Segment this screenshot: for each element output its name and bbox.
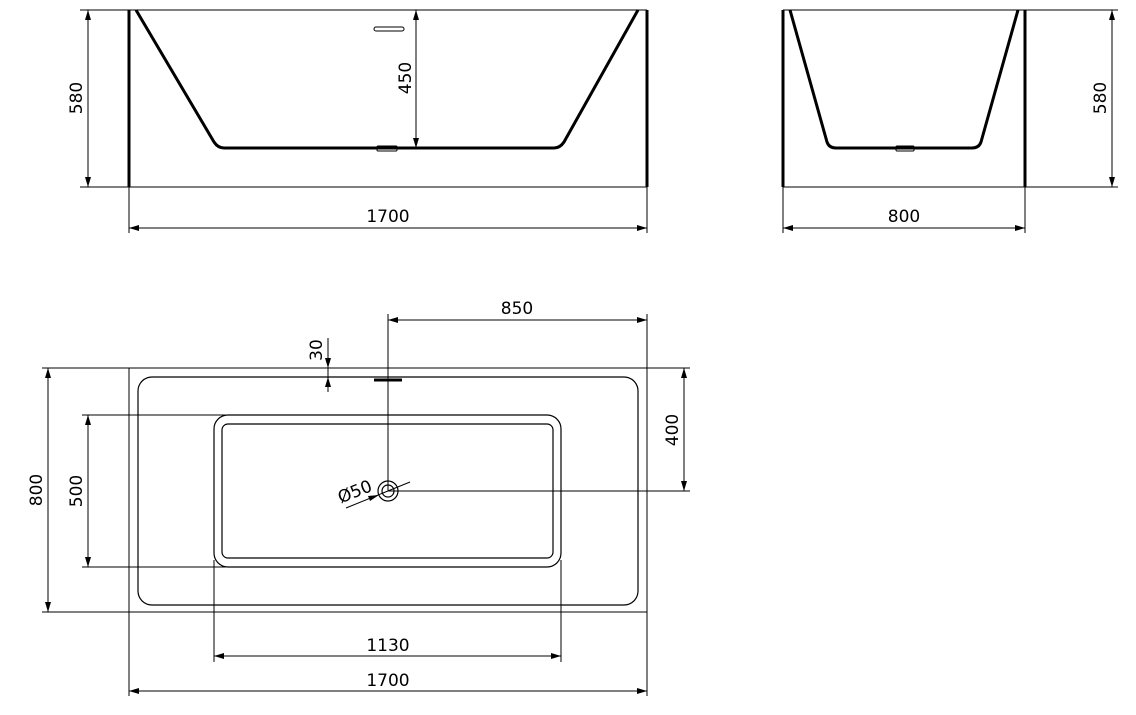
front-view: 580 450 1700	[67, 9, 649, 233]
side-height-label: 580	[1091, 82, 1111, 114]
front-depth-label: 450	[396, 62, 416, 94]
front-view-inner-profile	[134, 9, 640, 150]
side-drain-icon	[895, 145, 915, 152]
top-view: 850 30 400 800	[27, 299, 690, 696]
top-length-dimension: 1700	[128, 612, 648, 696]
drain-offset-dimension: 850	[387, 299, 648, 491]
front-view-tub-outline	[127, 10, 649, 187]
front-length-label: 1700	[366, 207, 409, 227]
top-width-label: 800	[27, 474, 47, 506]
drain-to-edge-label: 400	[663, 414, 683, 446]
top-width-dimension: 800	[27, 367, 129, 613]
rim-offset-dimension: 30	[307, 338, 331, 392]
side-height-dimension: 580	[1025, 9, 1118, 188]
drain-diameter-dimension: Ø50	[335, 477, 411, 509]
side-view-inner-profile	[788, 9, 1020, 150]
basin-width-label: 500	[67, 475, 87, 507]
front-height-dimension: 580	[67, 9, 129, 188]
side-view-tub-outline	[781, 10, 1027, 187]
side-view: 580 800	[781, 9, 1118, 233]
drain-diameter-label: Ø50	[335, 477, 375, 509]
front-depth-dimension: 450	[396, 10, 419, 148]
basin-width-dimension: 500	[67, 414, 230, 568]
front-drain-icon	[376, 145, 398, 152]
drain-offset-label: 850	[501, 299, 533, 319]
drain-to-edge-dimension: 400	[388, 367, 690, 492]
overflow-icon	[373, 26, 405, 32]
top-length-label: 1700	[366, 671, 409, 691]
basin-length-dimension: 1130	[213, 560, 562, 662]
side-width-dimension: 800	[782, 187, 1026, 233]
rim-offset-label: 30	[307, 339, 327, 361]
basin-length-label: 1130	[366, 636, 409, 656]
front-length-dimension: 1700	[128, 187, 648, 233]
front-height-label: 580	[67, 82, 87, 114]
side-width-label: 800	[888, 207, 920, 227]
